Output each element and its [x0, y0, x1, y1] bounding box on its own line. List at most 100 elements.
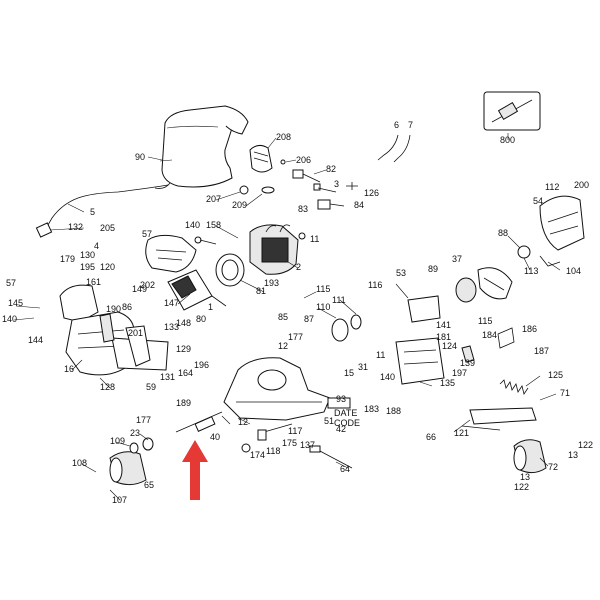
bolt-parts [241, 423, 293, 453]
part-label: 161 [86, 277, 101, 287]
part-125-spring [499, 379, 529, 395]
part-label: 139 [460, 358, 475, 368]
part-label: 23 [130, 428, 140, 438]
part-label: 135 [440, 378, 455, 388]
parts-6-7-wires [377, 134, 411, 163]
part-label: 144 [28, 335, 43, 345]
part-label: 181 [436, 332, 451, 342]
part-66-plate [461, 407, 537, 431]
part-label: 7 [408, 120, 413, 130]
part-label: 116 [368, 280, 382, 290]
part-label: 132 [68, 222, 83, 232]
part-label: 128 [100, 382, 115, 392]
part-label: 188 [386, 406, 401, 416]
left-housing-parts [59, 284, 169, 376]
part-label: 13 [568, 450, 578, 460]
part-label: 88 [498, 228, 508, 238]
part-label: 72 [548, 462, 558, 472]
part-label: 174 [250, 450, 265, 460]
part-label: 54 [533, 196, 543, 206]
part-label: 11 [310, 234, 319, 244]
red-up-arrow-icon [182, 440, 208, 500]
part-800-detail-box [483, 91, 541, 131]
small-fasteners-top [239, 159, 358, 210]
part-label: 190 [106, 304, 121, 314]
part-label: 93 [336, 394, 346, 404]
part-5-cord [35, 182, 171, 238]
part-label: 145 [8, 298, 23, 308]
part-labels: 90 208 206 82 3 126 207 209 83 84 6 7 80… [2, 120, 593, 505]
part-label: 177 [136, 415, 151, 425]
part-label: 111 [332, 295, 346, 305]
part-label: 140 [185, 220, 200, 230]
part-label: 147 [164, 298, 179, 308]
part-label: 4 [94, 241, 99, 251]
part-2-field-stator [249, 224, 306, 275]
date-code-label-line1: DATE [334, 408, 357, 418]
part-label: 15 [344, 368, 354, 378]
part-label: 118 [266, 446, 280, 456]
part-label: 57 [142, 229, 152, 239]
part-label: 66 [426, 432, 436, 442]
leader-lines [13, 133, 561, 501]
part-label: 1 [208, 302, 213, 312]
part-label: 16 [64, 364, 74, 374]
part-label: 800 [500, 135, 515, 145]
part-label: 109 [110, 436, 125, 446]
part-label: 122 [578, 440, 593, 450]
switch-assembly [395, 327, 515, 385]
part-label: 140 [380, 372, 395, 382]
part-label: 13 [520, 472, 530, 482]
part-label: 87 [304, 314, 314, 324]
part-label: 184 [482, 330, 497, 340]
part-label: 42 [336, 424, 346, 434]
part-label: 164 [178, 368, 193, 378]
part-label: 51 [324, 416, 334, 426]
part-label: 183 [364, 404, 379, 414]
part-label: 115 [316, 284, 330, 294]
part-label: 82 [326, 164, 336, 174]
part-label: 86 [122, 302, 132, 312]
part-label: 186 [522, 324, 537, 334]
part-label: 206 [296, 155, 311, 165]
date-code-box: DATE CODE [327, 397, 360, 428]
part-label: 208 [276, 132, 291, 142]
part-label: 148 [176, 318, 191, 328]
drive-gears [331, 245, 531, 342]
part-label: 40 [210, 432, 220, 442]
part-label: 12 [278, 341, 288, 351]
part-72-roller [513, 439, 547, 474]
part-label: 207 [206, 194, 221, 204]
part-64-pin [309, 445, 353, 469]
part-label: 85 [278, 312, 288, 322]
part-label: 129 [176, 344, 191, 354]
part-label: 197 [452, 368, 467, 378]
part-label: 84 [354, 200, 364, 210]
part-label: 115 [478, 316, 492, 326]
part-label: 80 [196, 314, 206, 324]
part-label: 5 [90, 207, 95, 217]
axle-parts [129, 411, 223, 454]
part-label: 205 [100, 223, 115, 233]
part-label: 158 [206, 220, 221, 230]
part-label: 140 [2, 314, 17, 324]
part-208 [249, 144, 273, 173]
part-label: 179 [60, 254, 75, 264]
part-label: 6 [394, 120, 399, 130]
part-label: 12 [238, 417, 248, 427]
part-label: 65 [144, 480, 154, 490]
part-label: 108 [72, 458, 87, 468]
part-label: 209 [232, 200, 247, 210]
part-label: 113 [524, 266, 538, 276]
part-label: 71 [560, 388, 570, 398]
part-label: 187 [534, 346, 549, 356]
part-label: 107 [112, 495, 127, 505]
part-54-guard [539, 195, 585, 267]
part-51-base-housing [223, 357, 331, 421]
part-label: 64 [340, 464, 350, 474]
part-label: 196 [194, 360, 209, 370]
part-label: 124 [442, 341, 457, 351]
part-label: 200 [574, 180, 589, 190]
part-label: 11 [376, 350, 385, 360]
